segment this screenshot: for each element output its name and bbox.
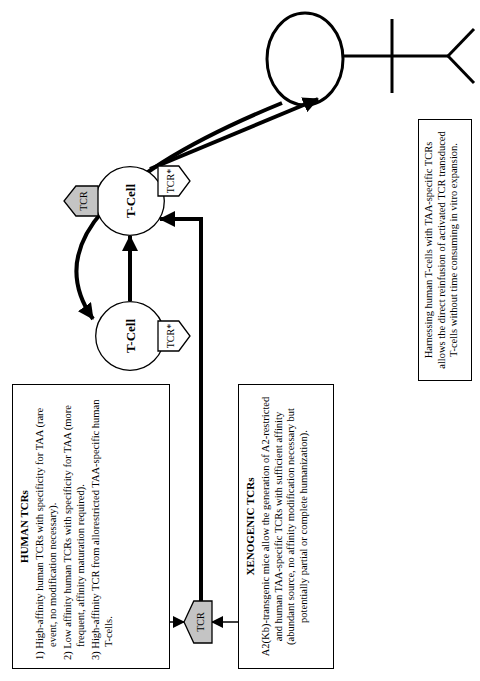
box-heading: HUMAN TCRs — [18, 393, 31, 660]
flow-arrow — [128, 236, 132, 301]
box-heading: XENOGENIC TCRs — [244, 393, 257, 660]
tcr-symbol: TCR — [64, 186, 98, 216]
shape-label: TCR — [78, 191, 89, 210]
reinfusion-arrow — [150, 99, 318, 169]
shape-path — [158, 166, 190, 196]
patient-to-tcell-arrow — [76, 103, 282, 319]
node-content: TCR* — [165, 324, 182, 348]
note-text: Harnessing human T-cells with TAA-specif… — [423, 127, 461, 373]
shape-path — [96, 302, 165, 371]
node-content: TCR — [73, 191, 90, 210]
shape-label: TCR* — [165, 169, 176, 193]
box-text: 1) High-affinity human TCRs with specifi… — [34, 393, 59, 660]
source-box: XENOGENIC TCRsA2(Kb)-transgenic mice all… — [238, 384, 334, 669]
t-cell-circle: T-Cell — [95, 301, 165, 371]
shape-label: TCR* — [165, 324, 176, 348]
flow-arrow — [212, 621, 238, 623]
shape-label: TCR — [195, 612, 206, 631]
shape-path — [158, 321, 190, 351]
person-leg — [448, 29, 474, 56]
shape-path — [96, 167, 165, 236]
person-figure — [267, 13, 474, 105]
node-content: TCR* — [165, 169, 182, 193]
person-leg — [448, 56, 474, 83]
node-content: XENOGENIC TCRsA2(Kb)-transgenic mice all… — [244, 393, 310, 660]
node-content: TCR — [190, 612, 207, 631]
node-content: T-Cell — [123, 184, 138, 218]
source-box: HUMAN TCRs1) High-affinity human TCRs wi… — [12, 384, 170, 669]
person-arms — [391, 19, 394, 93]
shape-path — [64, 186, 98, 216]
node-content: T-Cell — [123, 319, 138, 353]
tcr-symbol: TCR — [184, 601, 212, 643]
box-text: 2) Low affinity human TCRs with specific… — [62, 393, 87, 660]
shape-label: T-Cell — [123, 319, 138, 353]
tcr-symbol: TCR* — [158, 321, 190, 351]
t-cell-circle: T-Cell — [95, 166, 165, 236]
note-box: Harnessing human T-cells with TAA-specif… — [418, 119, 472, 381]
tcr-symbol: TCR* — [158, 166, 190, 196]
box-text: A2(Kb)-transgenic mice allow the generat… — [260, 393, 310, 660]
box-text: 3) High-affinity TCR from allorestricted… — [90, 393, 115, 660]
node-content: Harnessing human T-cells with TAA-specif… — [423, 127, 461, 373]
person-body — [343, 55, 448, 58]
flow-arrow — [170, 621, 184, 623]
shape-label: T-Cell — [123, 184, 138, 218]
node-content: HUMAN TCRs1) High-affinity human TCRs wi… — [18, 393, 115, 660]
shape-path — [184, 601, 212, 643]
person-head — [267, 13, 343, 105]
